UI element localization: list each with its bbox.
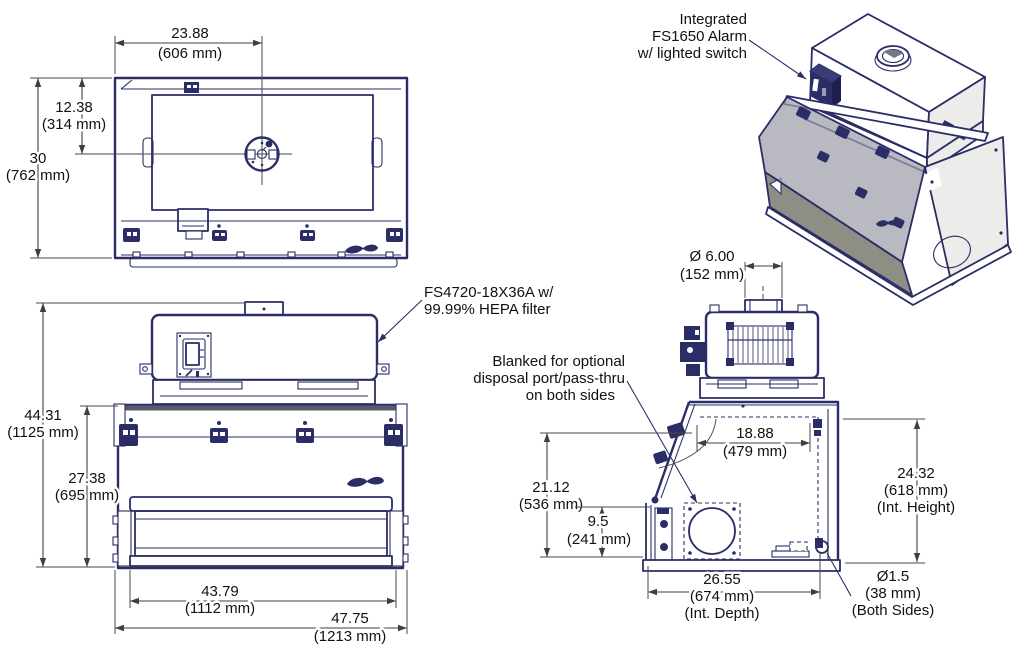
top-view-outline bbox=[113, 76, 409, 260]
dim-sash-height-mm: (536 mm) bbox=[519, 496, 583, 513]
dim-front-width-base: 43.79 (1112 mm) bbox=[129, 570, 397, 620]
dim-int-height-note: (Int. Height) bbox=[877, 499, 955, 516]
front-view: FS4720-18X36A w/ 99.99% HEPA filter 44.3… bbox=[5, 284, 554, 648]
dim-sash-opening-height: 21.12 (536 mm) bbox=[516, 432, 692, 558]
hepa-callout-line2: 99.99% HEPA filter bbox=[424, 301, 550, 318]
alarm-callout: Integrated FS1650 Alarm w/ lighted switc… bbox=[637, 11, 807, 80]
hepa-filter-callout: FS4720-18X36A w/ 99.99% HEPA filter bbox=[377, 284, 554, 343]
dim-opening-width: 18.88 (479 mm) bbox=[696, 423, 811, 463]
dim-front-width-base-in: 43.79 bbox=[201, 583, 239, 600]
dim-top-depth-center-mm: (314 mm) bbox=[42, 116, 106, 133]
front-hinge-bumps bbox=[112, 515, 409, 563]
dim-port-height: 9.5 (241 mm) bbox=[564, 506, 650, 557]
side-body bbox=[642, 400, 841, 572]
blanked-callout-line1: Blanked for optional bbox=[492, 353, 625, 370]
dim-sash-height-in: 21.12 bbox=[532, 479, 570, 496]
exhaust-port-top bbox=[244, 136, 280, 172]
dim-top-depth-center-in: 12.38 bbox=[55, 99, 93, 116]
dim-int-depth-in: 26.55 bbox=[703, 571, 741, 588]
brand-logo-mark bbox=[345, 244, 378, 254]
dim-side-hole-note: (Both Sides) bbox=[852, 602, 935, 619]
blanked-port-square bbox=[683, 502, 741, 560]
filter-plenum bbox=[152, 379, 376, 405]
dim-front-height-overall-in: 44.31 bbox=[24, 407, 62, 424]
iso-alarm-box bbox=[809, 63, 842, 108]
top-latch-icon bbox=[184, 82, 199, 93]
dim-top-depth-overall-mm: (762 mm) bbox=[6, 167, 70, 184]
dim-int-height-mm: (618 mm) bbox=[884, 482, 948, 499]
dim-front-height-overall: 44.31 (1125 mm) bbox=[5, 302, 245, 568]
side-base-band bbox=[642, 559, 841, 572]
dim-front-width-overall-mm: (1213 mm) bbox=[314, 628, 387, 645]
isometric-view: Integrated FS1650 Alarm w/ lighted switc… bbox=[637, 11, 1012, 306]
worksurface-rail bbox=[129, 496, 393, 512]
dim-front-height-overall-mm: (1125 mm) bbox=[7, 424, 78, 441]
top-view-base-plate bbox=[129, 257, 398, 268]
dim-side-hole-in: Ø1.5 bbox=[877, 568, 910, 585]
side-filter-housing bbox=[704, 310, 820, 380]
top-view-feet-notches bbox=[132, 251, 394, 258]
front-cabinet bbox=[116, 403, 405, 570]
alarm-callout-line1: Integrated bbox=[679, 11, 747, 28]
dim-top-width-mm: (606 mm) bbox=[158, 45, 222, 62]
side-plenum bbox=[699, 377, 825, 399]
side-hole bbox=[815, 540, 829, 554]
blanked-callout-line3: on both sides bbox=[526, 387, 615, 404]
top-view: 23.88 (606 mm) 12.38 (314 mm) 30 (762 mm… bbox=[3, 23, 409, 268]
dim-duct-mm: (152 mm) bbox=[680, 266, 744, 283]
dim-front-width-overall-in: 47.75 bbox=[331, 610, 369, 627]
dim-top-width: 23.88 (606 mm) bbox=[114, 23, 262, 74]
dim-side-hole-mm: (38 mm) bbox=[865, 585, 921, 602]
hepa-callout-line1: FS4720-18X36A w/ bbox=[424, 284, 554, 301]
dim-top-depth-overall-in: 30 bbox=[30, 150, 47, 167]
dim-top-depth-overall: 30 (762 mm) bbox=[3, 78, 112, 259]
side-view: Blanked for optional disposal port/pass-… bbox=[471, 246, 958, 625]
iso-latches bbox=[796, 106, 905, 229]
side-blower-detail bbox=[726, 322, 794, 366]
dim-int-depth-mm: (674 mm) bbox=[690, 588, 754, 605]
dim-port-height-in: 9.5 bbox=[588, 513, 609, 530]
dim-int-height-in: 24.32 bbox=[897, 465, 935, 482]
dim-top-depth-center: 12.38 (314 mm) bbox=[30, 77, 112, 154]
dim-top-width-in: 23.88 bbox=[171, 25, 209, 42]
right-handle-cutout bbox=[371, 137, 383, 168]
dim-front-width-base-mm: (1112 mm) bbox=[185, 600, 255, 617]
dim-front-height-cabinet-in: 27.38 bbox=[68, 470, 106, 487]
dim-front-width-overall: 47.75 (1213 mm) bbox=[114, 570, 408, 648]
side-motor-cluster bbox=[680, 326, 706, 376]
front-sash-latches bbox=[119, 418, 403, 446]
alarm-callout-line2: FS1650 Alarm bbox=[652, 28, 747, 45]
dim-port-height-mm: (241 mm) bbox=[567, 531, 631, 548]
sash-swing-arc bbox=[658, 418, 717, 469]
sash-hinge-box bbox=[177, 208, 209, 232]
dim-opening-width-in: 18.88 bbox=[736, 425, 774, 442]
dim-side-hole: Ø1.5 (38 mm) (Both Sides) bbox=[826, 552, 937, 622]
blanked-callout-line2: disposal port/pass-thru bbox=[473, 370, 625, 387]
top-view-latches bbox=[123, 224, 403, 242]
iso-side-port bbox=[933, 235, 971, 269]
blanked-port-circle bbox=[688, 507, 736, 555]
dim-opening-width-mm: (479 mm) bbox=[723, 443, 787, 460]
dim-duct-in: Ø 6.00 bbox=[689, 248, 734, 265]
blanked-port-callout: Blanked for optional disposal port/pass-… bbox=[471, 351, 698, 504]
dim-front-height-cabinet-mm: (695 mm) bbox=[55, 487, 119, 504]
iso-hood-body bbox=[758, 95, 1012, 306]
dim-front-height-cabinet: 27.38 (695 mm) bbox=[52, 405, 122, 567]
dim-interior-height: 24.32 (618 mm) (Int. Height) bbox=[843, 418, 958, 564]
brand-logo-mark bbox=[347, 476, 384, 487]
power-switch-plate bbox=[176, 332, 212, 378]
side-sash-knobs bbox=[653, 422, 686, 465]
iso-base bbox=[765, 206, 1012, 306]
alarm-callout-line3: w/ lighted switch bbox=[637, 45, 747, 62]
side-front-latch-column bbox=[654, 507, 673, 561]
dim-interior-depth: 26.55 (674 mm) (Int. Depth) bbox=[647, 553, 821, 625]
dim-int-depth-note: (Int. Depth) bbox=[684, 605, 759, 622]
dim-duct-diameter: Ø 6.00 (152 mm) bbox=[677, 246, 783, 298]
left-handle-cutout bbox=[142, 137, 154, 168]
